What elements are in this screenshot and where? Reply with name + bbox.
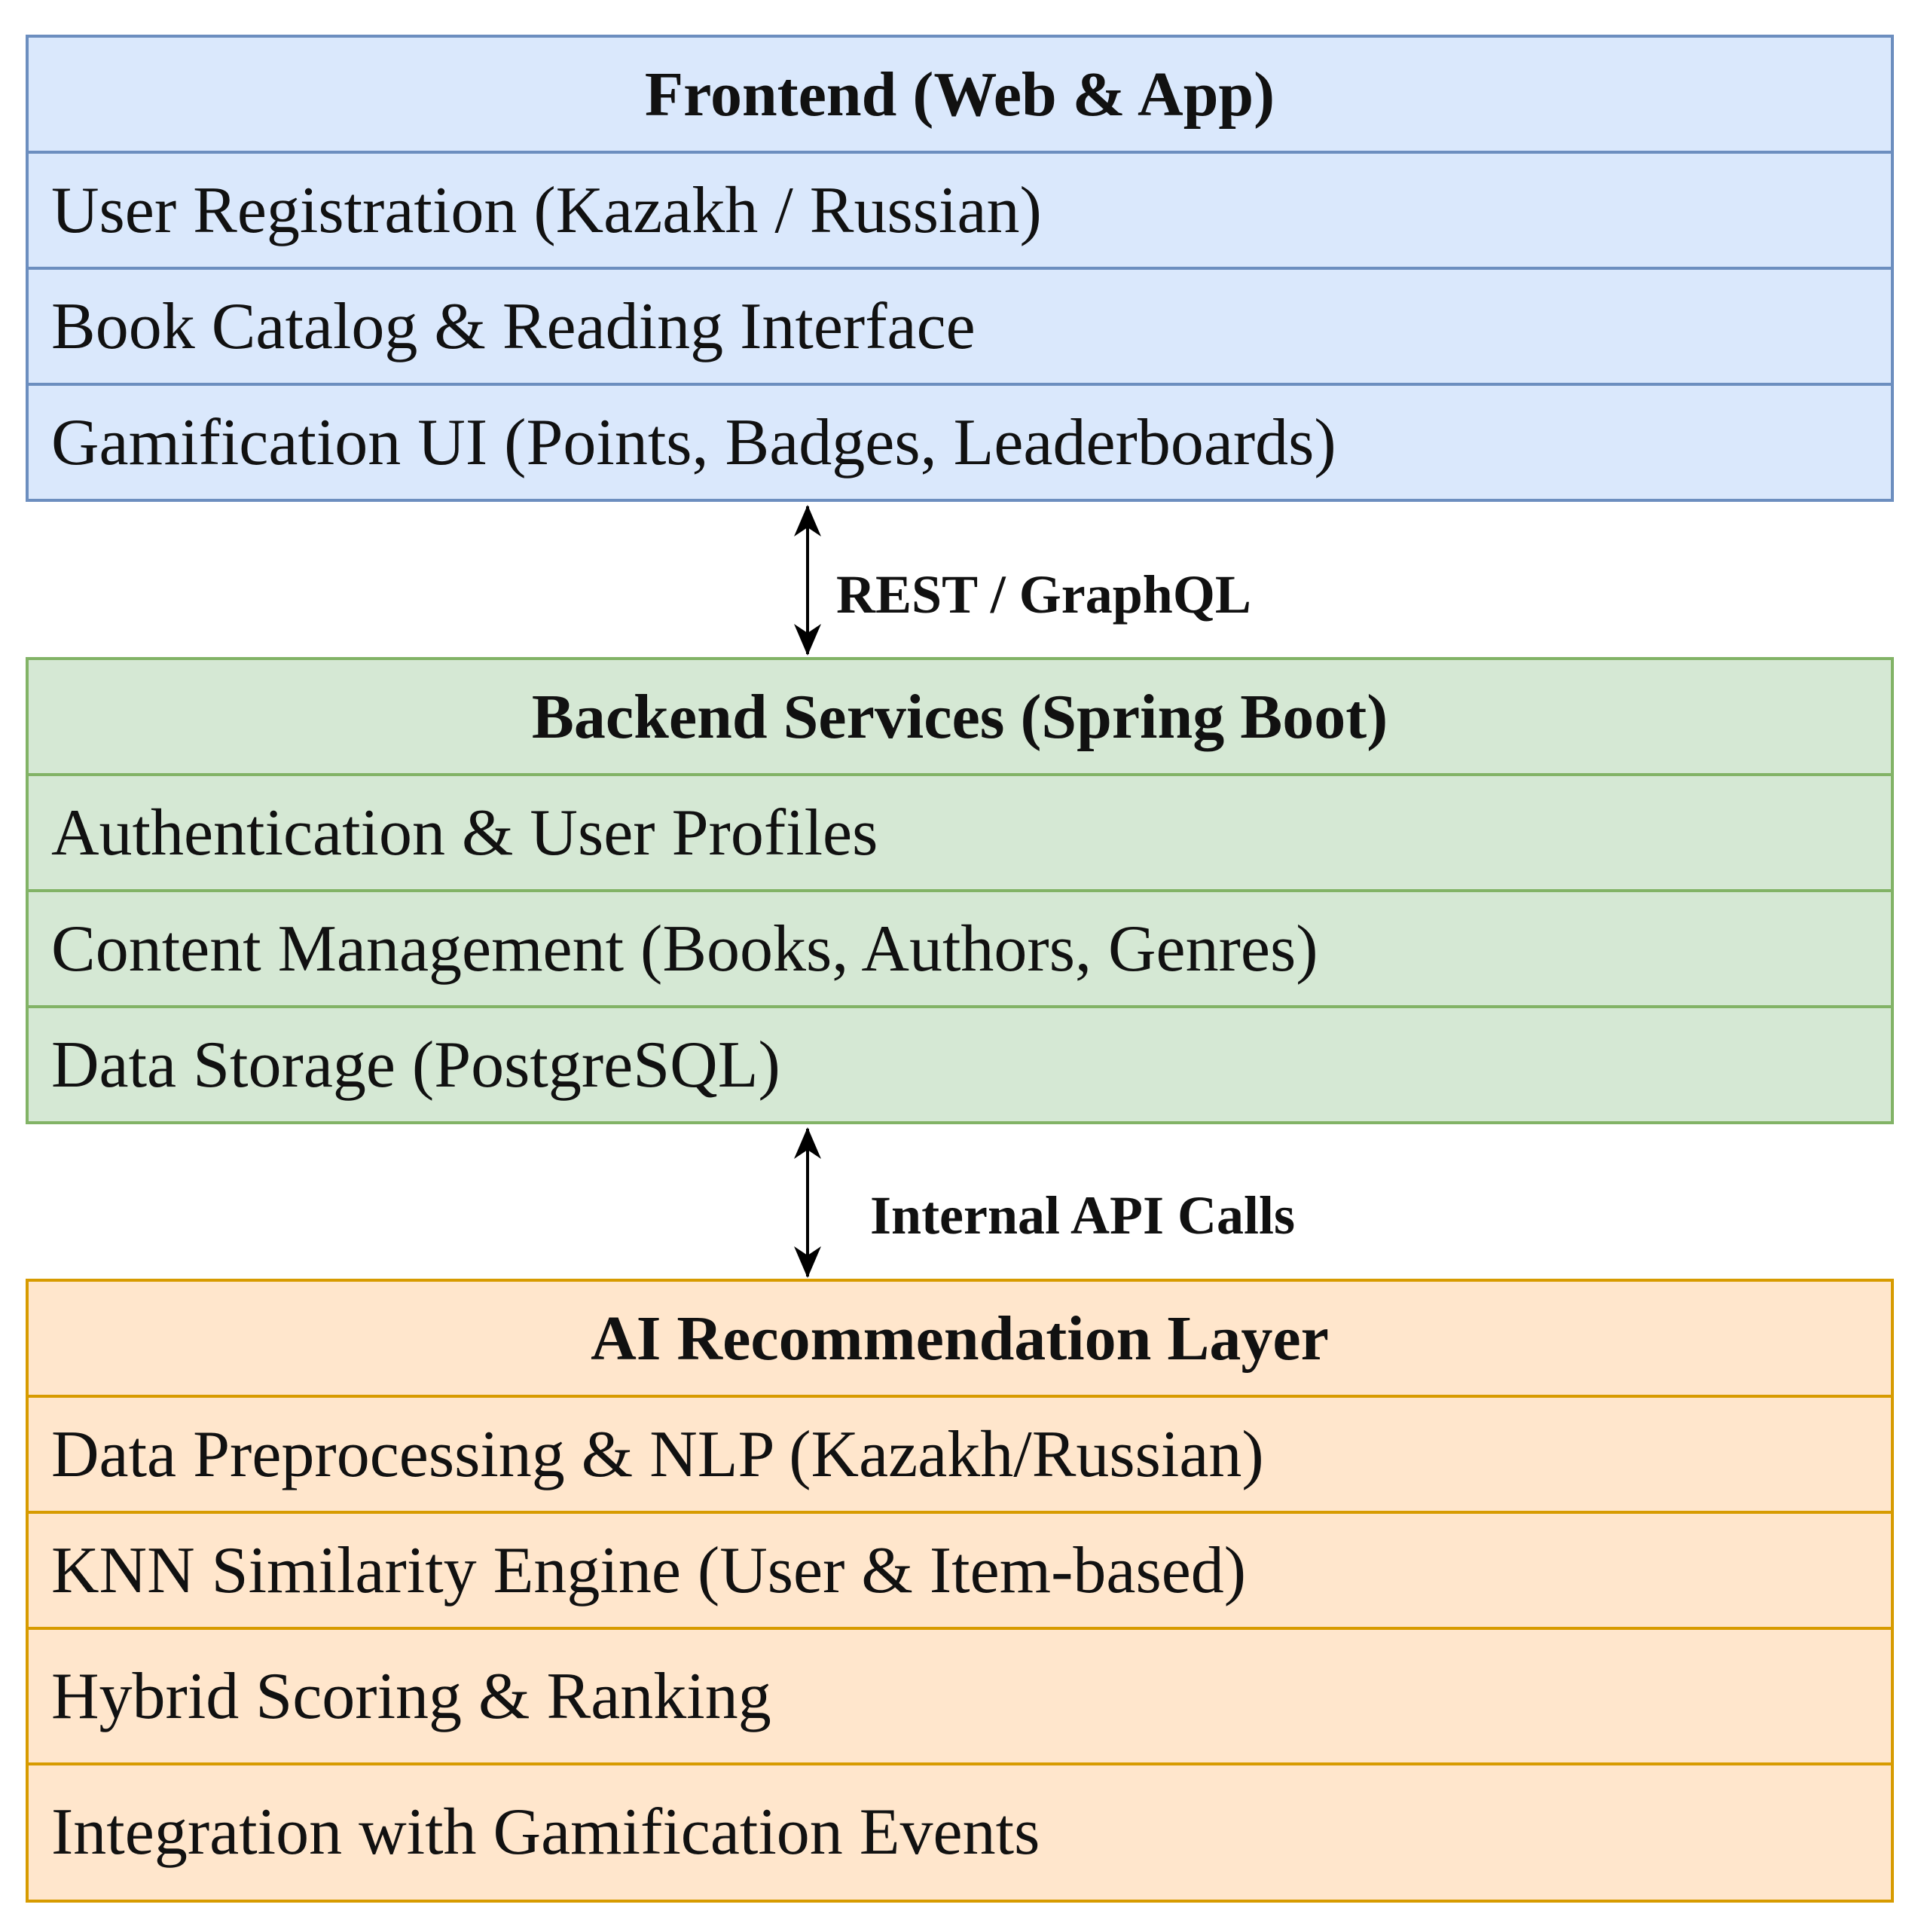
arrowhead-down bbox=[794, 624, 821, 656]
connector-label-internal-api: Internal API Calls bbox=[870, 1185, 1296, 1246]
frontend-layer-title: Frontend (Web & App) bbox=[644, 59, 1275, 130]
frontend-item-gamification-ui: Gamification UI (Points, Badges, Leaderb… bbox=[29, 383, 1891, 499]
backend-layer-title: Backend Services (Spring Boot) bbox=[531, 681, 1388, 752]
connector-label-rest-graphql: REST / GraphQL bbox=[836, 564, 1251, 625]
ai-layer-box: AI Recommendation Layer Data Preprocessi… bbox=[26, 1279, 1894, 1903]
backend-layer-box: Backend Services (Spring Boot) Authentic… bbox=[26, 657, 1894, 1124]
backend-item-authentication: Authentication & User Profiles bbox=[29, 773, 1891, 889]
ai-layer-title: AI Recommendation Layer bbox=[591, 1303, 1329, 1374]
backend-item-data-storage: Data Storage (PostgreSQL) bbox=[29, 1005, 1891, 1121]
arrow-frontend-backend bbox=[794, 505, 821, 656]
ai-item-data-preprocessing: Data Preprocessing & NLP (Kazakh/Russian… bbox=[29, 1395, 1891, 1511]
ai-item-hybrid-scoring: Hybrid Scoring & Ranking bbox=[29, 1627, 1891, 1762]
arrowhead-down bbox=[794, 1246, 821, 1278]
frontend-item-book-catalog: Book Catalog & Reading Interface bbox=[29, 267, 1891, 383]
ai-item-gamification-integration: Integration with Gamification Events bbox=[29, 1762, 1891, 1898]
frontend-layer-box: Frontend (Web & App) User Registration (… bbox=[26, 35, 1894, 502]
backend-item-content-management: Content Management (Books, Authors, Genr… bbox=[29, 889, 1891, 1005]
ai-item-knn-engine: KNN Similarity Engine (User & Item-based… bbox=[29, 1511, 1891, 1627]
arrowhead-up bbox=[794, 505, 821, 536]
frontend-item-user-registration: User Registration (Kazakh / Russian) bbox=[29, 151, 1891, 267]
arrowhead-up bbox=[794, 1127, 821, 1159]
arrow-backend-ai bbox=[794, 1127, 821, 1278]
